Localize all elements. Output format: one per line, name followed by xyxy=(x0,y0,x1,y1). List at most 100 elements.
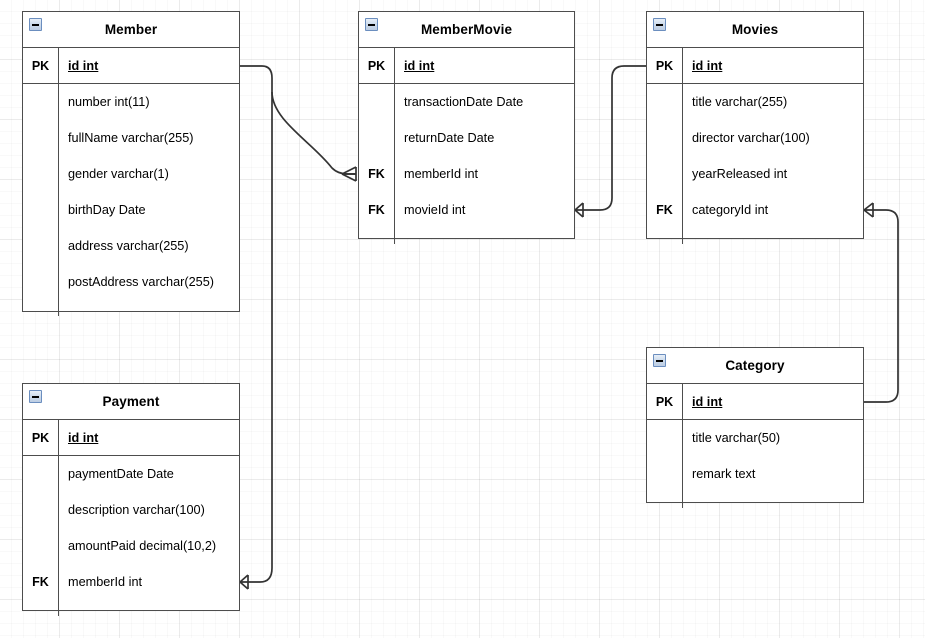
attribute-row[interactable]: PK id int xyxy=(647,48,863,84)
attribute-name xyxy=(59,600,239,616)
entity-title: Payment xyxy=(102,394,160,409)
minus-bar xyxy=(656,23,663,26)
attribute-row[interactable]: birthDay Date xyxy=(23,192,239,228)
entity-body-payment: PK id int paymentDate Date description varc… xyxy=(23,420,239,616)
attribute-name: description varchar(100) xyxy=(68,503,205,517)
attribute-name: transactionDate Date xyxy=(404,95,524,109)
attribute-row[interactable]: title varchar(50) xyxy=(647,420,863,456)
attribute-row[interactable]: yearReleased int xyxy=(647,156,863,192)
attribute-row[interactable]: FK memberId int xyxy=(23,564,239,600)
attribute-spacer-row xyxy=(23,600,239,616)
attribute-name: id int xyxy=(404,58,435,73)
edge-member-membermovie xyxy=(240,65,356,175)
attribute-row[interactable]: transactionDate Date xyxy=(359,84,574,120)
minus-box-icon[interactable] xyxy=(29,18,42,31)
attribute-key xyxy=(23,84,59,120)
attribute-key xyxy=(23,264,59,300)
attribute-name: amountPaid decimal(10,2) xyxy=(68,539,217,553)
attribute-key xyxy=(23,528,59,564)
attribute-row[interactable]: remark text xyxy=(647,456,863,492)
attribute-name: gender varchar(1) xyxy=(68,167,169,181)
attribute-spacer-row xyxy=(647,228,863,244)
attribute-key xyxy=(23,492,59,528)
entity-title: MemberMovie xyxy=(420,22,513,37)
attribute-key xyxy=(23,600,59,616)
attribute-key: PK xyxy=(359,48,395,83)
attribute-row[interactable]: amountPaid decimal(10,2) xyxy=(23,528,239,564)
attribute-key xyxy=(23,300,59,316)
minus-bar xyxy=(32,395,39,398)
attribute-key xyxy=(647,156,683,192)
attribute-name: yearReleased int xyxy=(692,167,788,181)
attribute-row[interactable]: title varchar(255) xyxy=(647,84,863,120)
attribute-row[interactable]: PK id int xyxy=(23,420,239,456)
entity-header-payment: Payment xyxy=(23,384,239,420)
crowsfoot-movies-categoryid xyxy=(863,202,874,218)
crowsfoot-membermovie-movieid xyxy=(574,202,584,218)
minus-bar xyxy=(32,23,39,26)
attribute-row[interactable]: returnDate Date xyxy=(359,120,574,156)
minus-box-icon[interactable] xyxy=(653,18,666,31)
attribute-key xyxy=(647,84,683,120)
attribute-row[interactable]: postAddress varchar(255) xyxy=(23,264,239,300)
attribute-name: memberId int xyxy=(68,575,143,589)
attribute-name xyxy=(59,300,239,316)
attribute-name: id int xyxy=(692,58,723,73)
attribute-key xyxy=(359,120,395,156)
attribute-name: id int xyxy=(68,430,99,445)
attribute-name: postAddress varchar(255) xyxy=(68,275,214,289)
attribute-name: fullName varchar(255) xyxy=(68,131,194,145)
attribute-key xyxy=(647,456,683,492)
attribute-row[interactable]: description varchar(100) xyxy=(23,492,239,528)
attribute-name: title varchar(255) xyxy=(692,95,788,109)
entity-title: Member xyxy=(104,22,158,37)
attribute-row[interactable]: fullName varchar(255) xyxy=(23,120,239,156)
crowsfoot-payment-memberid xyxy=(239,574,249,590)
entity-title: Movies xyxy=(731,22,779,37)
attribute-spacer-row xyxy=(359,228,574,244)
attribute-key: PK xyxy=(23,420,59,455)
edge-category-movies xyxy=(864,209,899,403)
edge-movies-membermovie xyxy=(583,65,646,211)
attribute-row[interactable]: paymentDate Date xyxy=(23,456,239,492)
attribute-name: title varchar(50) xyxy=(692,431,781,445)
attribute-key xyxy=(23,228,59,264)
entity-body-movies: PK id int title varchar(255) director varch… xyxy=(647,48,863,244)
attribute-name xyxy=(683,228,863,244)
attribute-key: PK xyxy=(23,48,59,83)
attribute-name: returnDate Date xyxy=(404,131,495,145)
attribute-key: FK xyxy=(647,192,683,228)
attribute-row[interactable]: PK id int xyxy=(359,48,574,84)
attribute-row[interactable]: address varchar(255) xyxy=(23,228,239,264)
minus-box-icon[interactable] xyxy=(653,354,666,367)
attribute-row[interactable]: number int(11) xyxy=(23,84,239,120)
attribute-name xyxy=(683,492,863,508)
attribute-name: number int(11) xyxy=(68,95,150,109)
attribute-name: birthDay Date xyxy=(68,203,146,217)
attribute-key xyxy=(647,492,683,508)
attribute-spacer-row xyxy=(23,300,239,316)
attribute-key: FK xyxy=(23,564,59,600)
crowsfoot-membermovie-memberid xyxy=(341,166,357,182)
attribute-key xyxy=(359,84,395,120)
minus-box-icon[interactable] xyxy=(29,390,42,403)
attribute-row[interactable]: gender varchar(1) xyxy=(23,156,239,192)
attribute-row[interactable]: director varchar(100) xyxy=(647,120,863,156)
attribute-name: id int xyxy=(692,394,723,409)
attribute-key: FK xyxy=(359,156,395,192)
minus-box-icon[interactable] xyxy=(365,18,378,31)
attribute-key xyxy=(23,456,59,492)
attribute-key: PK xyxy=(647,48,683,83)
attribute-key xyxy=(23,156,59,192)
